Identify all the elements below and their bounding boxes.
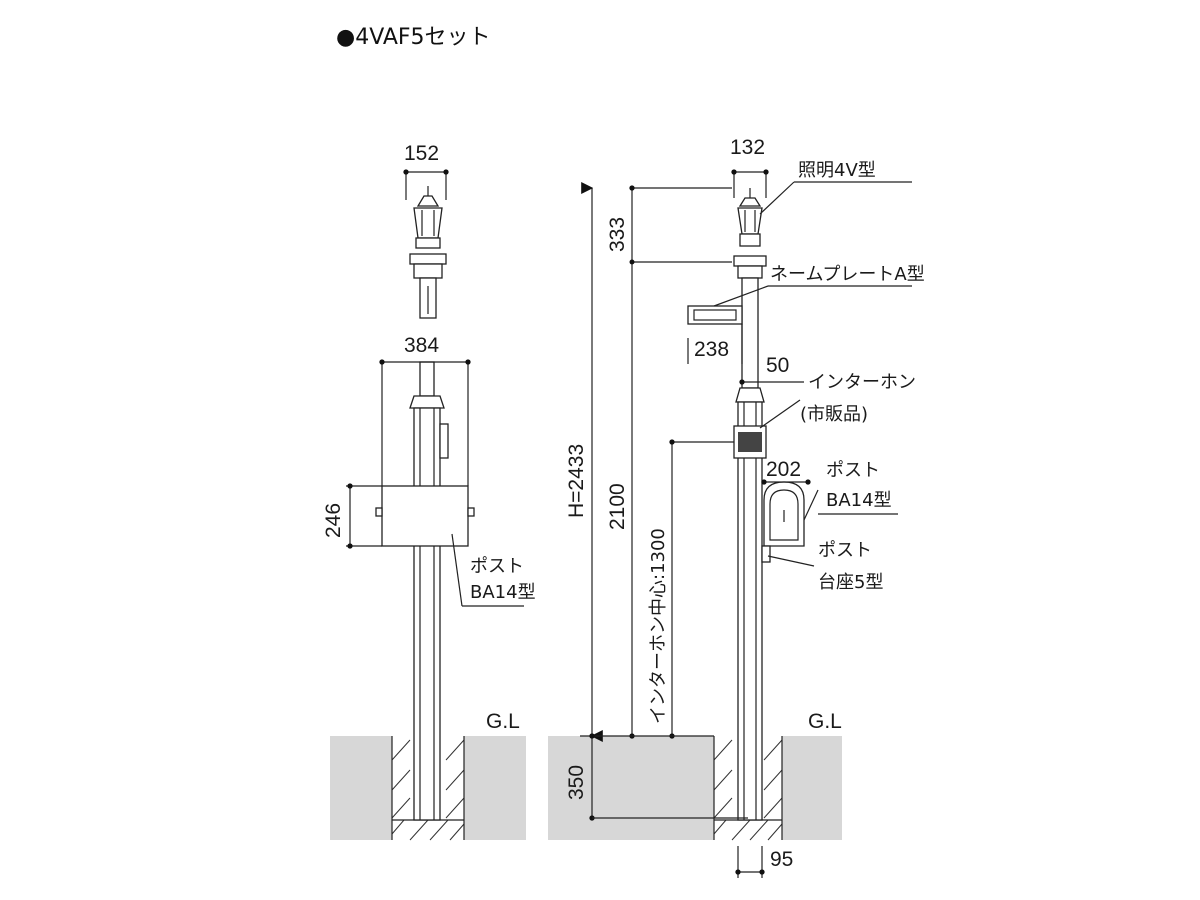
right-dim-95: 95 (770, 848, 793, 871)
right-ground (548, 736, 842, 840)
drawing-title: ●4VAF5セット (336, 25, 491, 50)
right-label-base-1: ポスト (818, 540, 872, 561)
right-lamp (733, 188, 767, 279)
right-dim-lamp-width: 132 (730, 136, 765, 159)
right-post-base (761, 545, 771, 563)
left-dim-lamp-width: 152 (404, 142, 439, 165)
right-intercom-grille (738, 432, 762, 452)
right-dim-2100: 2100 (606, 483, 629, 530)
left-lamp (409, 186, 447, 319)
left-view: G.L 152 384 (322, 142, 536, 841)
right-view: G.L 132 照明4V型 ネームプレートA型 (548, 136, 925, 878)
right-ground-label: G.L (808, 710, 842, 733)
left-ground-label: G.L (486, 710, 520, 733)
right-nameplate (687, 305, 743, 325)
right-hatch (713, 739, 783, 841)
right-dim-350: 350 (565, 765, 588, 800)
right-dim-intercom-center: インターホン中心:1300 (648, 528, 669, 724)
left-pole (413, 407, 441, 821)
left-intercom-side (439, 423, 449, 459)
right-pole (737, 401, 763, 821)
left-pole-upper (419, 361, 435, 397)
left-label-post-1: ポスト (470, 556, 524, 577)
right-dim-nameplate-width: 238 (694, 338, 729, 361)
left-hatch (391, 739, 465, 841)
right-label-intercom-2: (市販品) (800, 404, 868, 425)
right-label-nameplate: ネームプレートA型 (770, 264, 925, 285)
left-post-box (381, 485, 469, 547)
left-dim-post-width: 384 (404, 334, 439, 357)
right-label-post-1: ポスト (826, 460, 880, 481)
left-label-post-2: BA14型 (470, 582, 536, 603)
right-dim-333: 333 (606, 217, 629, 252)
right-dim-202: 202 (766, 458, 801, 481)
right-label-post-2: BA14型 (826, 490, 892, 511)
right-dim-50: 50 (766, 354, 789, 377)
right-label-intercom-1: インターホン (808, 372, 916, 393)
right-label-light: 照明4V型 (798, 160, 876, 181)
left-dim-post-height: 246 (322, 503, 345, 538)
right-label-base-2: 台座5型 (818, 572, 883, 593)
right-dim-total-height: H=2433 (565, 444, 588, 518)
